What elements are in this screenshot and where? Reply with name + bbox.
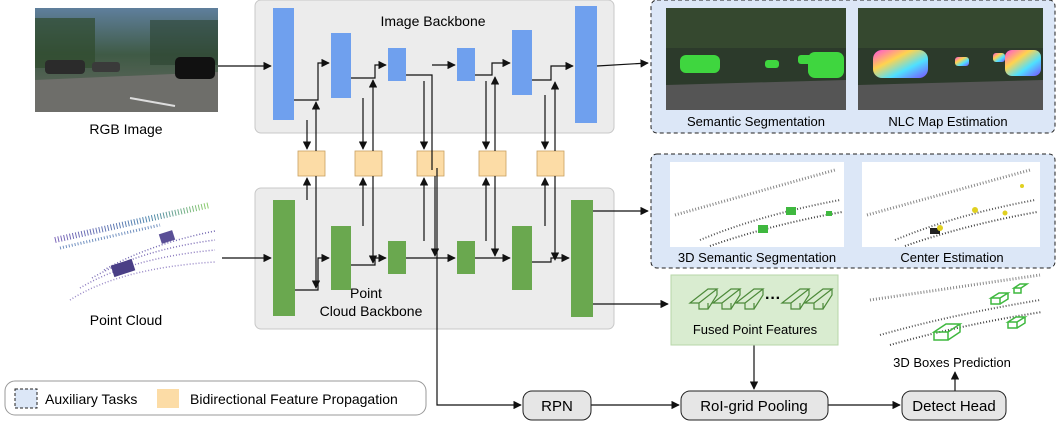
bfp-module-2 [354,150,383,177]
rgb-image-thumbnail [35,8,218,112]
legend [4,380,427,416]
rgb-image-label: RGB Image [89,121,162,137]
detect-head-label: Detect Head [912,398,995,415]
3d-boxes-label: 3D Boxes Prediction [893,355,1011,370]
image-feature-blocks [273,6,597,123]
center-estimation-thumbnail [862,162,1040,247]
point-block-1 [273,200,295,316]
bfp-module-3 [416,150,445,177]
rpn-box [522,390,592,421]
legend-bfp-swatch [157,389,179,408]
point-block-5 [512,226,532,290]
legend-aux-swatch [14,388,38,409]
connectors [218,58,960,410]
point-block-2 [331,226,351,290]
roi-pooling-label: RoI-grid Pooling [700,398,808,415]
bfp-modules [297,150,565,177]
rpn-label: RPN [541,398,573,415]
point-cloud-thumbnail [54,202,216,301]
nlc-map-thumbnail [858,8,1043,110]
point-backbone-title-line2: Cloud Backbone [320,303,423,319]
aux-task-semantic-segmentation: Semantic Segmentation [687,114,825,129]
image-block-4 [457,48,475,81]
bfp-module-4 [478,150,507,177]
point-block-3 [388,241,406,274]
legend-aux-label: Auxiliary Tasks [45,391,137,407]
point-backbone-title-line1: Point [350,285,382,301]
point-block-4 [457,241,475,274]
fused-ellipsis: ··· [765,290,781,307]
fused-features-icon [688,288,834,310]
3d-semantic-segmentation-thumbnail [670,162,844,247]
aux-task-nlc-map: NLC Map Estimation [888,114,1007,129]
roi-pooling-box [680,390,829,421]
legend-bfp-label: Bidirectional Feature Propagation [190,391,398,407]
image-block-5 [512,30,532,95]
semantic-segmentation-thumbnail [666,8,846,110]
image-block-3 [388,48,406,81]
image-block-6 [575,6,597,123]
point-block-6 [571,200,593,317]
fused-features-box [670,274,839,346]
detect-head-box [901,390,1007,421]
point-feature-blocks [273,200,593,317]
bfp-module-1 [297,150,326,177]
aux-task-3d-semantic-segmentation: 3D Semantic Segmentation [678,250,836,265]
image-backbone-title: Image Backbone [380,13,485,29]
bfp-module-5 [536,150,565,177]
image-block-1 [273,8,294,120]
fused-features-label: Fused Point Features [693,322,818,337]
image-block-2 [331,33,351,98]
aux-task-center-estimation: Center Estimation [900,250,1003,265]
3d-boxes-thumbnail [869,273,1043,346]
point-cloud-label: Point Cloud [90,312,162,328]
